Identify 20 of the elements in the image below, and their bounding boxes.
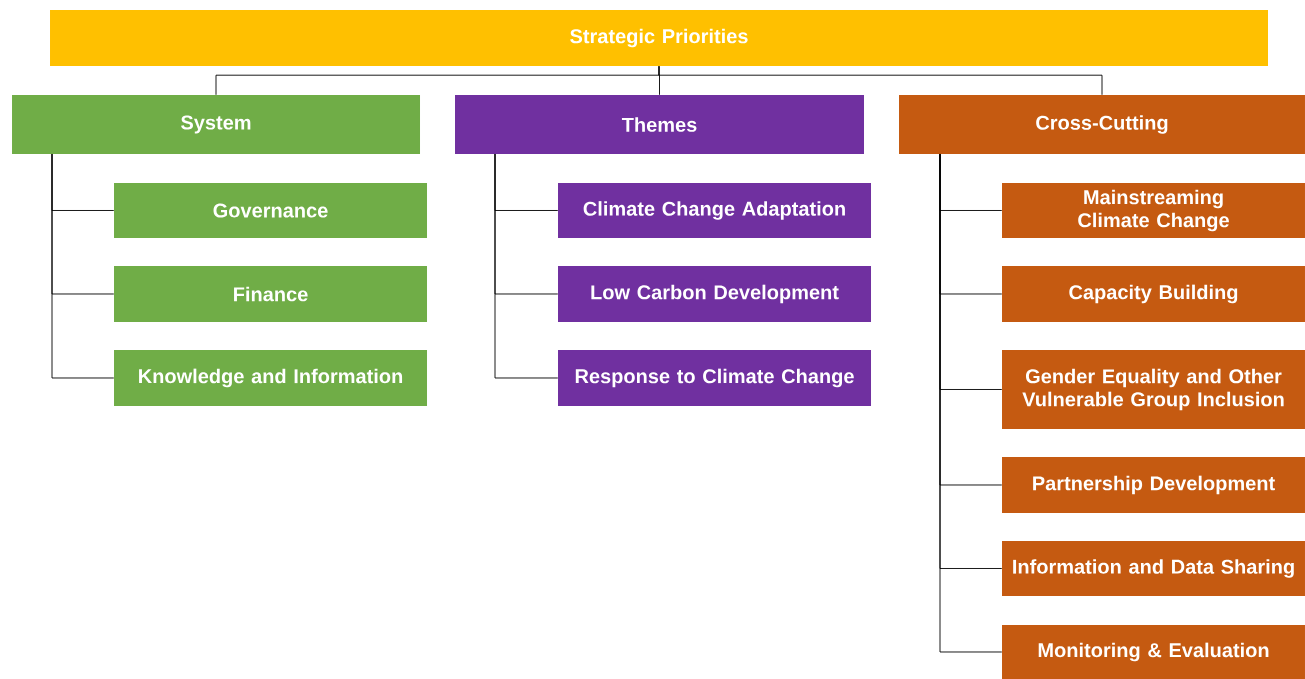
- category-box: System: [12, 95, 420, 154]
- item-box: Information and Data Sharing: [1002, 541, 1305, 596]
- item-box: Governance: [114, 183, 427, 238]
- title-bar: Strategic Priorities: [50, 10, 1268, 66]
- item-box: Low Carbon Development: [558, 266, 871, 322]
- category-box: Cross-Cutting: [899, 95, 1305, 154]
- connector-line: [658, 65, 1103, 96]
- item-box: Response to Climate Change: [558, 350, 871, 406]
- item-box: Monitoring & Evaluation: [1002, 625, 1305, 679]
- connector-line: [51, 153, 115, 379]
- item-box: Climate Change Adaptation: [558, 183, 871, 238]
- item-box: Knowledge and Information: [114, 350, 427, 406]
- item-box: Mainstreaming Climate Change: [1002, 183, 1305, 238]
- item-box: Gender Equality and Other Vulnerable Group Inclusion: [1002, 350, 1305, 429]
- item-box: Partnership Development: [1002, 457, 1305, 513]
- connector-line: [494, 153, 559, 379]
- item-box: Finance: [114, 266, 427, 322]
- item-box: Capacity Building: [1002, 266, 1305, 322]
- category-box: Themes: [455, 95, 864, 154]
- connector-line: [939, 153, 1003, 653]
